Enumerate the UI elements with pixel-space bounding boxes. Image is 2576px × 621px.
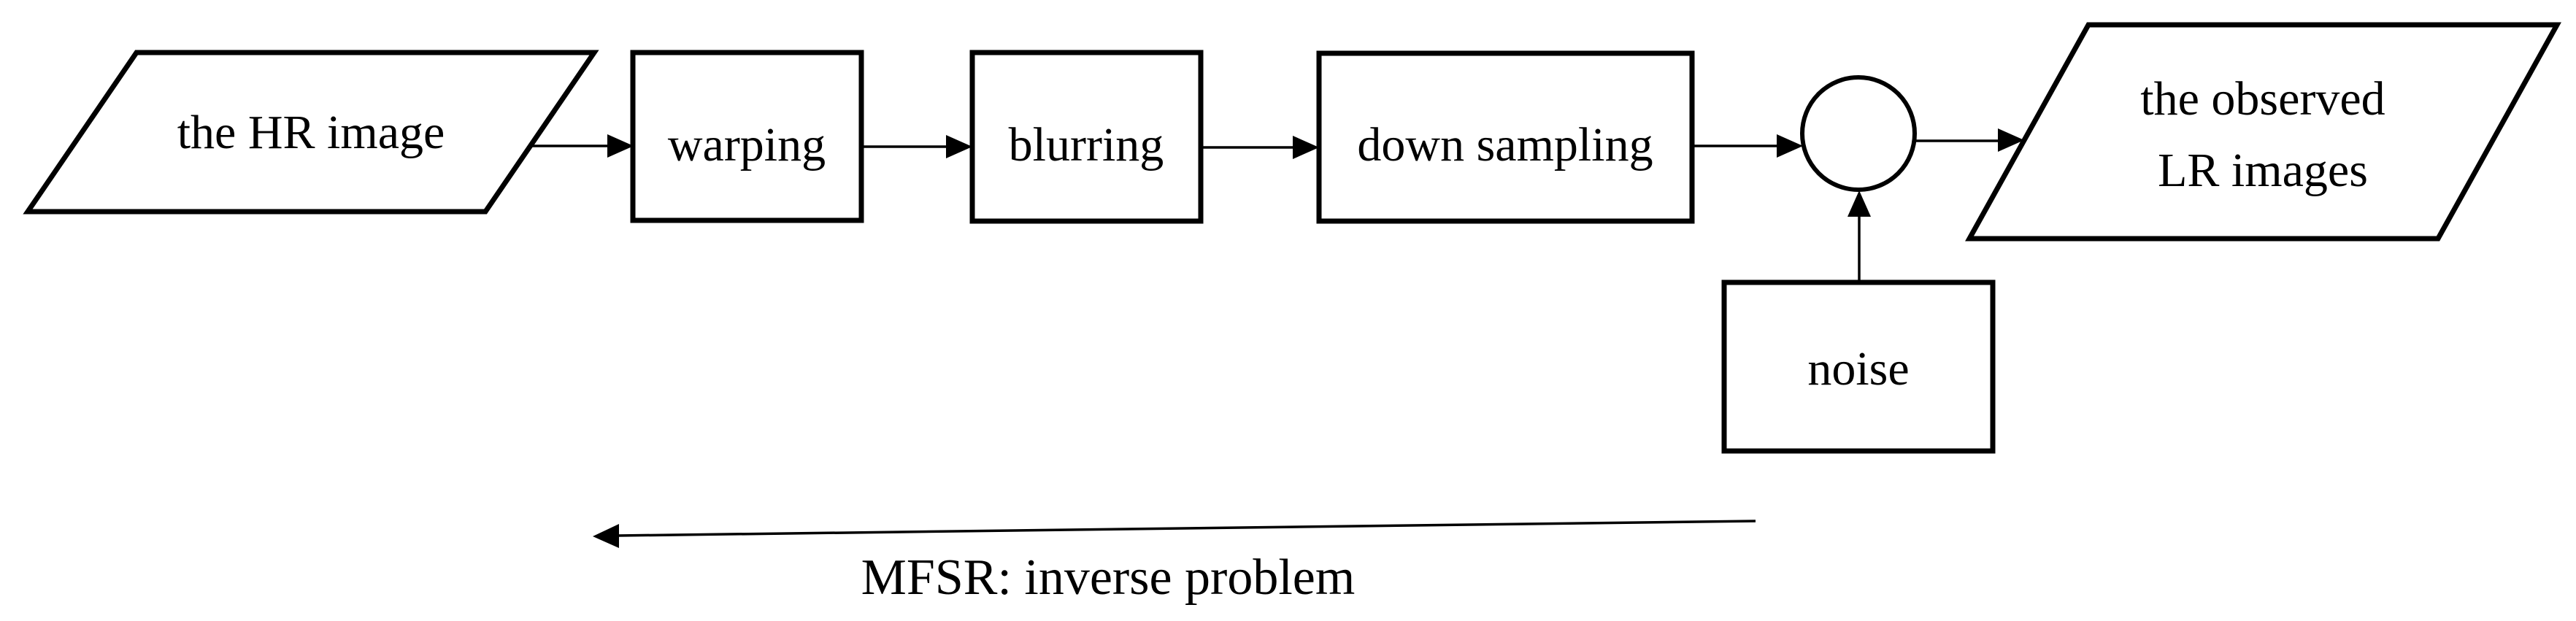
- arrow-noise-to-sum: [1848, 190, 1871, 282]
- arrowhead-up-icon: [1848, 190, 1871, 217]
- node-hr-image: the HR image: [23, 50, 599, 215]
- arrowhead-right-icon: [1293, 136, 1319, 159]
- rect-shape: [630, 50, 864, 223]
- node-blurring-label: blurring: [1009, 118, 1164, 171]
- rect-shape: [1316, 50, 1695, 224]
- parallelogram-shape: [1965, 22, 2561, 242]
- arrow-sum-to-observed: [1915, 128, 2024, 152]
- rect-shape: [1721, 279, 1996, 454]
- arrowhead-right-icon: [1998, 128, 2024, 152]
- inverse-problem-caption: MFSR: inverse problem: [861, 549, 1356, 606]
- parallelogram-shape: [23, 50, 599, 215]
- rect-shape: [969, 50, 1204, 224]
- arrowhead-right-icon: [946, 135, 972, 158]
- arrow-hr-to-warping: [531, 134, 634, 158]
- arrowhead-left-icon: [593, 524, 619, 548]
- arrow-warping-to-blurring: [862, 135, 972, 158]
- sum-circle-shape: [1800, 75, 1917, 192]
- node-observed-lr-label-line1: the observed: [2140, 72, 2385, 126]
- node-down-sampling-label: down sampling: [1357, 118, 1653, 171]
- node-sum-junction: [1800, 75, 1917, 192]
- arrowhead-right-icon: [607, 134, 634, 158]
- arrow-downsampling-to-sum: [1693, 134, 1803, 158]
- node-blurring: blurring: [969, 50, 1204, 224]
- node-down-sampling: down sampling: [1316, 50, 1695, 224]
- node-warping: warping: [630, 50, 864, 223]
- node-observed-lr-label-line2: LR images: [2158, 144, 2368, 197]
- node-warping-label: warping: [668, 118, 826, 171]
- arrow-blurring-to-downsampling: [1202, 136, 1319, 159]
- node-noise: noise: [1721, 279, 1996, 454]
- arrowhead-right-icon: [1777, 134, 1803, 158]
- node-observed-lr: the observed LR images: [1965, 22, 2561, 242]
- node-hr-image-label: the HR image: [177, 106, 445, 159]
- inverse-problem-arrow: [593, 520, 1756, 548]
- node-noise-label: noise: [1807, 342, 1909, 396]
